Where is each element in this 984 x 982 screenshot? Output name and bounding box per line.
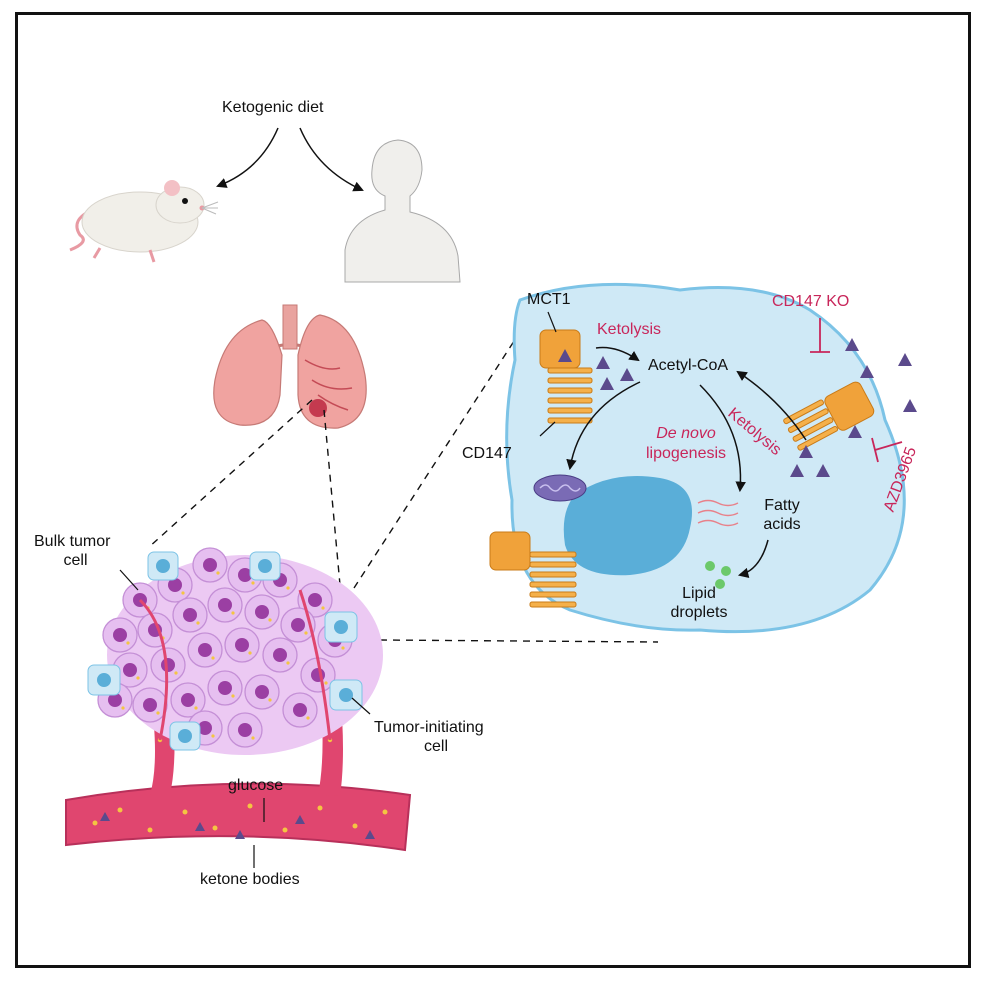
diet-arrows: [216, 127, 364, 192]
bulk-tumor-label: Bulk tumor: [34, 533, 111, 550]
de-novo-label: De novo: [656, 425, 716, 442]
mct1-label: MCT1: [527, 291, 571, 308]
tumor-initiating-label: Tumor-initiating: [374, 719, 484, 736]
glucose-label: glucose: [228, 777, 284, 794]
mouse-icon: [69, 180, 219, 263]
ketogenic-diet-label: Ketogenic diet: [222, 99, 324, 116]
tumor-cluster: [87, 547, 383, 755]
zoom-lines: [147, 334, 659, 643]
mct1-transporter-right: [783, 381, 875, 451]
acetyl-coa-label: Acetyl-CoA: [648, 357, 729, 374]
lungs-icon: [213, 304, 367, 429]
cd147-label: CD147: [462, 445, 512, 462]
figure-frame: [15, 12, 971, 968]
mct1-transporter-bottom: [489, 531, 577, 608]
mct1-transporter-top: [539, 329, 593, 424]
zoomed-cell: [505, 282, 906, 634]
lipid-label: Lipid: [682, 585, 716, 602]
transporters: [489, 329, 875, 608]
acids-label: acids: [763, 516, 801, 533]
ketone-bodies-label: ketone bodies: [200, 871, 300, 888]
pathway-arrows: [566, 346, 807, 579]
droplets-label: droplets: [670, 604, 728, 621]
lipogenesis-label: lipogenesis: [645, 445, 727, 462]
human-icon: [344, 139, 461, 283]
tumor-initiating-cell-label: cell: [423, 738, 448, 755]
ketolysis-top-label: Ketolysis: [597, 321, 662, 338]
tumor-initiating-cells: [87, 551, 363, 751]
inhibitor-bars: [810, 318, 903, 463]
fatty-label: Fatty: [764, 497, 800, 514]
cd147-ko-label: CD147 KO: [772, 293, 850, 310]
label-pointers: [119, 311, 557, 868]
bulk-tumor-cell-label: cell: [63, 552, 88, 569]
